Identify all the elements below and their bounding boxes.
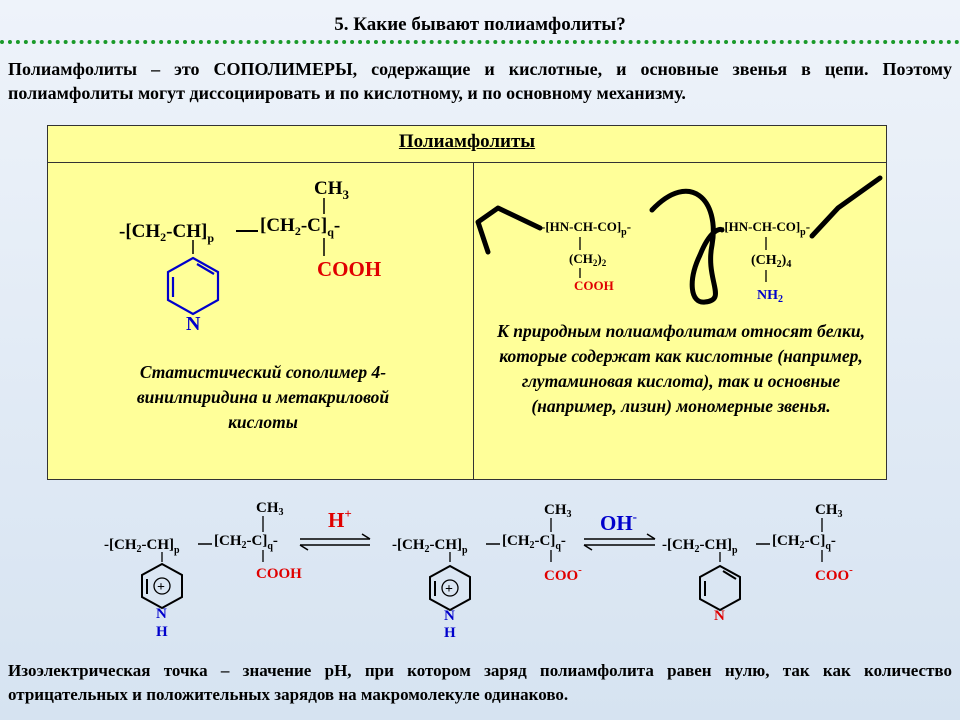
svg-text:COO-: COO-: [815, 564, 853, 584]
table-header: Полиамфолиты: [48, 126, 886, 163]
right-caption: К природным полиамфолитам относят белки,…: [496, 321, 866, 416]
svg-text:-[HN-CH-CO]p-: -[HN-CH-CO]p-: [720, 219, 810, 238]
pyridinium-ring-icon: [141, 562, 183, 610]
intro-text: Полиамфолиты – это СОПОЛИМЕРЫ, содержащи…: [8, 59, 952, 103]
protein-structure: -[HN-CH-CO]p- (CH2)2 COOH -[HN-CH-CO]p- …: [475, 175, 883, 305]
pyridine-ring-icon: [166, 256, 220, 316]
left-cooh: COOH: [317, 257, 381, 281]
svg-text:[CH2-C]q-: [CH2-C]q-: [502, 533, 566, 552]
svg-text:-[CH2-CH]p: -[CH2-CH]p: [662, 537, 738, 556]
positive-charge-icon: [441, 579, 459, 597]
svg-text:COOH: COOH: [574, 278, 614, 293]
svg-text:N: N: [714, 608, 725, 624]
table-header-label: Полиамфолиты: [398, 131, 536, 152]
pyridine-ring-icon: [699, 564, 741, 612]
svg-text:(CH2)4: (CH2)4: [751, 253, 791, 270]
copolymer-structure: -[CH2-CH]p [CH2-C]q- CH3 COOH N: [119, 178, 381, 335]
footer-definition: Изоэлектрическая точка – значение рН, пр…: [8, 661, 952, 704]
svg-text:CH3: CH3: [256, 500, 284, 518]
chain-squiggle-mid-icon: [649, 188, 725, 305]
svg-text:CH3: CH3: [314, 178, 350, 202]
left-caption: Статистический сополимер 4-винилпиридина…: [136, 362, 390, 432]
svg-text:H+: H+: [328, 506, 352, 532]
svg-text:(CH2)2: (CH2)2: [569, 251, 607, 268]
chain-squiggle-left-icon: [475, 205, 543, 255]
svg-text:CH3: CH3: [544, 502, 572, 520]
svg-text:OH-: OH-: [600, 509, 637, 535]
svg-text:COOH: COOH: [256, 566, 302, 582]
slide-title: 5. Какие бывают полиамфолиты?: [334, 14, 626, 35]
structure-zwitterion: -[CH2-CH]p [CH2-C]q- CH3 COO- + N H: [392, 502, 582, 641]
equilibrium-arrows-base: OH-: [583, 509, 656, 551]
svg-text:H: H: [156, 624, 168, 640]
svg-text:N: N: [186, 313, 201, 335]
svg-text:-[CH2-CH]p: -[CH2-CH]p: [392, 537, 468, 556]
svg-text:[CH2-C]q-: [CH2-C]q-: [260, 215, 340, 239]
svg-text:+: +: [157, 580, 165, 595]
svg-text:-[HN-CH-CO]p-: -[HN-CH-CO]p-: [541, 219, 631, 238]
svg-text:-[CH2-CH]p: -[CH2-CH]p: [104, 537, 180, 556]
pyridinium-ring-icon: [429, 564, 471, 612]
svg-text:-[CH2-CH]p: -[CH2-CH]p: [119, 221, 214, 245]
svg-text:H: H: [444, 625, 456, 641]
svg-text:+: +: [445, 582, 453, 597]
svg-text:[CH2-C]q-: [CH2-C]q-: [214, 533, 278, 552]
structure-deprotonated: -[CH2-CH]p [CH2-C]q- CH3 COO- N: [662, 502, 853, 624]
svg-text:CH3: CH3: [815, 502, 843, 520]
chain-squiggle-right-icon: [809, 175, 883, 239]
positive-charge-icon: [153, 577, 171, 595]
equilibrium-arrows-acid: H+: [299, 506, 371, 551]
polyampholyte-table: Полиамфолиты Статистический сополимер 4-…: [47, 125, 887, 480]
structure-protonated: -[CH2-CH]p [CH2-C]q- CH3 COOH + N H: [104, 500, 302, 640]
svg-text:N: N: [444, 608, 455, 624]
svg-text:N: N: [156, 606, 167, 622]
svg-text:COO-: COO-: [544, 564, 582, 584]
title-divider: [0, 40, 960, 44]
table-column-divider: [473, 162, 474, 480]
svg-text:[CH2-C]q-: [CH2-C]q-: [772, 533, 836, 552]
svg-text:NH2: NH2: [757, 288, 783, 305]
